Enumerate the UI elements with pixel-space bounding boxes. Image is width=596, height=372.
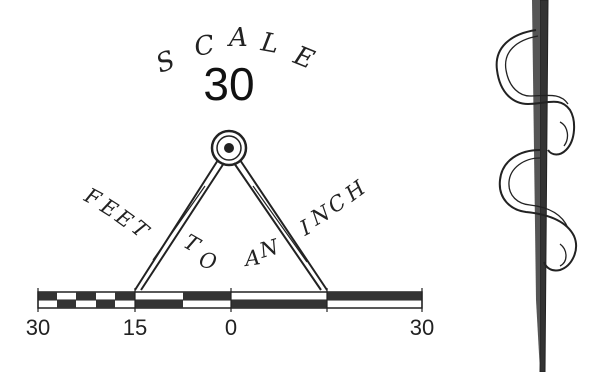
tick-label-right-end: 30 [410,315,434,340]
scale-bar-labels: 30 15 0 30 [26,315,434,340]
scale-letter-e: E [288,40,318,75]
scale-caption: F E E T T O A N I N C H [80,175,371,274]
caption-word-to-o: O [197,247,219,274]
ribbon-scroll-icon [497,0,576,372]
compass-divider-icon [135,131,327,290]
scale-letter-s: S [152,45,179,79]
tick-label-left-end: 30 [26,315,50,340]
scale-letter-l: L [258,27,281,60]
scale-number: 30 [203,58,254,110]
tick-label-mid-left: 15 [123,315,147,340]
tick-label-zero: 0 [225,315,237,340]
scale-bar [38,288,422,312]
scale-letter-a: A [227,23,248,53]
